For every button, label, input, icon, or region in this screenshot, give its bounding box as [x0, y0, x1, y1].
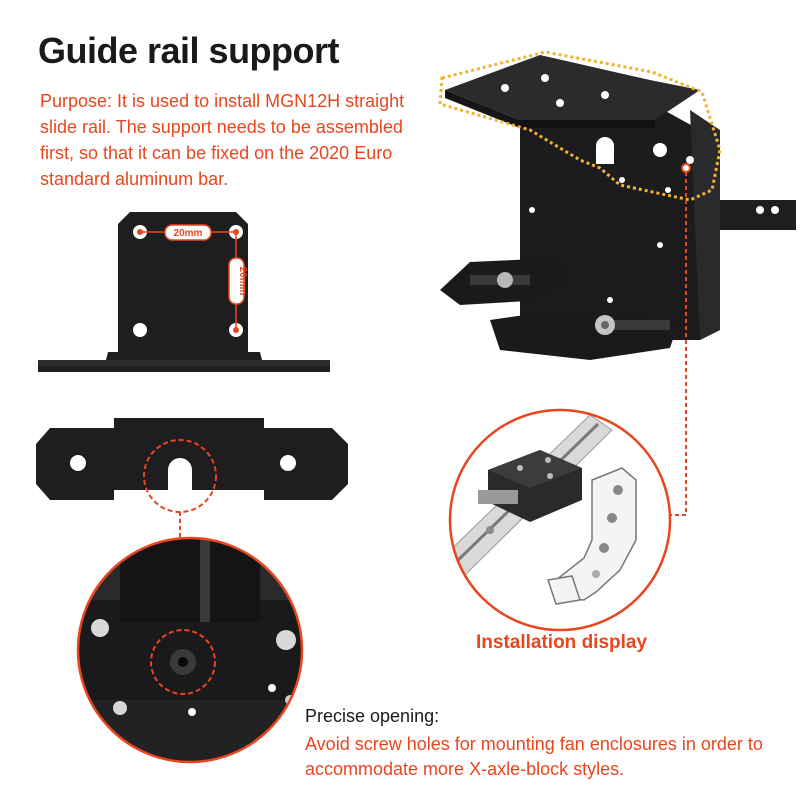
detail-zoom-circle: [76, 536, 304, 764]
assembly-main: [438, 50, 796, 516]
precise-opening-heading: Precise opening:: [305, 706, 440, 726]
installation-display-circle: [448, 408, 672, 632]
dimension-horizontal-label: 20mm: [174, 228, 203, 239]
bracket-front-view: 20mm 20mm: [38, 212, 330, 372]
installation-display-caption: Installation display: [476, 632, 648, 653]
precise-opening-description: Avoid screw holes for mounting fan enclo…: [305, 734, 763, 779]
bracket-top-view: [36, 418, 348, 622]
purpose-text: Purpose: It is used to install MGN12H st…: [40, 91, 405, 189]
page-title: Guide rail support: [38, 30, 340, 71]
dimension-vertical-label: 20mm: [237, 267, 248, 296]
